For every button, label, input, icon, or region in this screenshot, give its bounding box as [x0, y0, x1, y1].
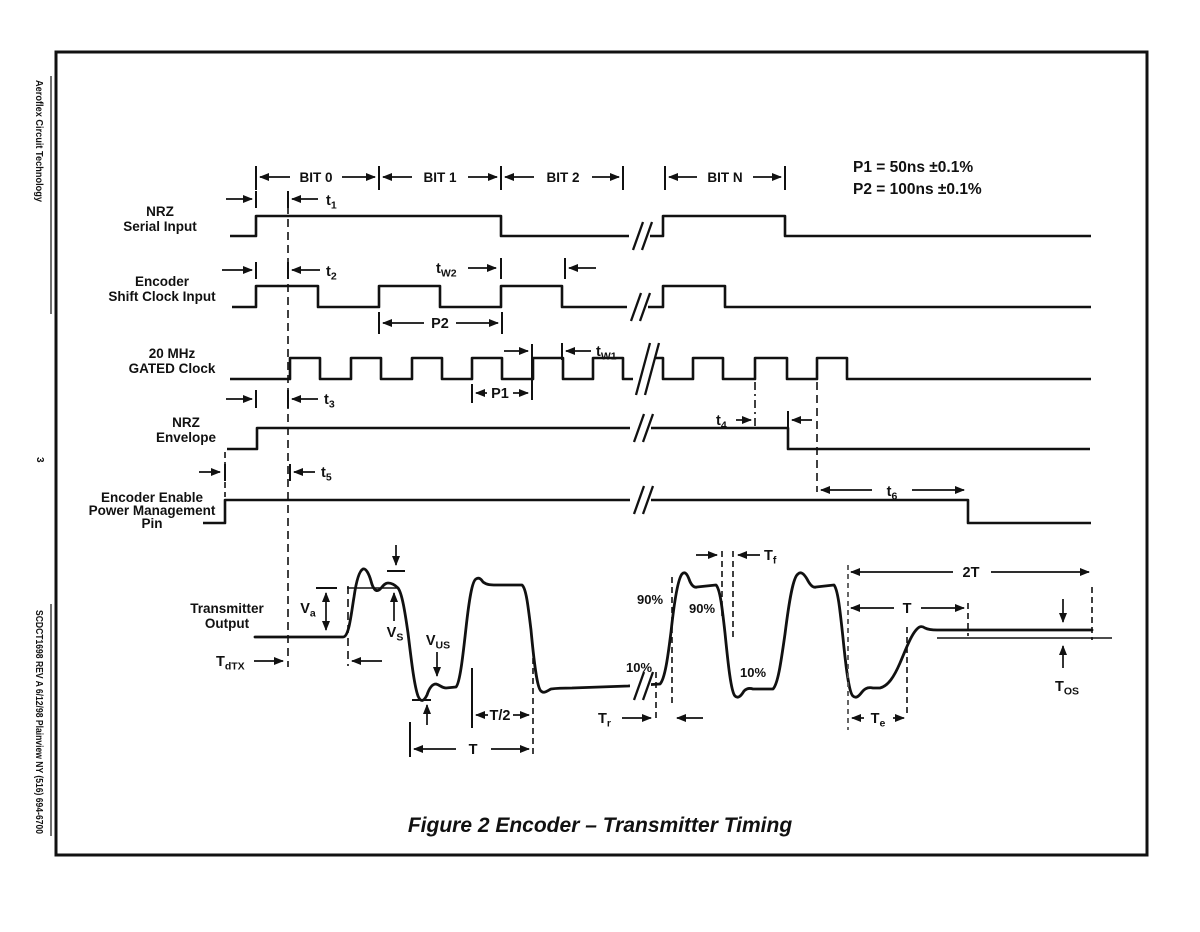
svg-text:Envelope: Envelope [156, 430, 217, 445]
dimension-t6: t6 [820, 484, 965, 503]
svg-text:P2: P2 [431, 316, 449, 332]
dimension-t-right: T [850, 601, 965, 617]
svg-text:t6: t6 [887, 484, 898, 503]
svg-text:tW1: tW1 [596, 344, 617, 363]
svg-text:VS: VS [387, 625, 404, 644]
bit-dimensions: BIT 0 BIT 1 BIT 2 BIT N [255, 166, 786, 190]
bit2-label: BIT 2 [546, 170, 579, 185]
svg-text:Power Management: Power Management [89, 503, 216, 518]
dimension-t-half: T/2 [471, 668, 530, 728]
company-name-vertical: Aeroflex Circuit Technology [33, 80, 44, 202]
signal-labels: NRZ Serial Input Encoder Shift Clock Inp… [89, 204, 265, 631]
dimension-tw1: tW1 [504, 343, 617, 400]
pct10-left: 10% [626, 660, 652, 675]
break-marks [627, 221, 661, 701]
svg-text:t4: t4 [716, 413, 727, 432]
svg-text:Pin: Pin [141, 516, 162, 531]
svg-text:GATED Clock: GATED Clock [129, 361, 216, 376]
dimension-tw2: tW2 [436, 258, 596, 280]
p1-spec: P1 = 50ns ±0.1% [853, 159, 973, 176]
dimension-vus: VUS [412, 633, 450, 725]
svg-text:tW2: tW2 [436, 261, 457, 280]
dimension-va: Va [300, 587, 337, 631]
svg-text:VUS: VUS [426, 633, 450, 652]
svg-text:t2: t2 [326, 264, 337, 283]
svg-text:Tr: Tr [598, 711, 611, 730]
clock-spec-notes: P1 = 50ns ±0.1% P2 = 100ns ±0.1% [853, 159, 982, 198]
dimension-t3: t3 [226, 390, 335, 411]
gated-clock-waveform [230, 356, 1091, 381]
dimension-t5: t5 [199, 464, 332, 484]
left-margin: Aeroflex Circuit Technology 3 SCDCT1698 … [33, 76, 52, 836]
label-nrz-serial: NRZ [146, 204, 174, 219]
label-transmitter-output: Transmitter [190, 601, 264, 616]
label-shift-clock: Encoder [135, 274, 190, 289]
svg-text:Tf: Tf [764, 548, 777, 567]
encoder-enable-waveform [203, 498, 1091, 525]
pct90-left: 90% [637, 592, 663, 607]
dimension-p1: P1 [471, 384, 529, 403]
p2-spec: P2 = 100ns ±0.1% [853, 181, 982, 198]
dimension-t1: t1 [226, 191, 337, 212]
label-nrz-envelope: NRZ [172, 415, 200, 430]
svg-text:P1: P1 [491, 386, 509, 402]
dimension-tdtx: TdTX [216, 654, 382, 673]
svg-text:t3: t3 [324, 392, 335, 411]
figure-caption: Figure 2 Encoder – Transmitter Timing [408, 814, 792, 837]
dimension-te: Te [851, 711, 905, 730]
doc-code-vertical: SCDCT1698 REV A 6/12/98 Plainview NY (51… [33, 610, 44, 834]
nrz-envelope-waveform [227, 426, 1090, 451]
svg-text:t1: t1 [326, 193, 337, 212]
page-number: 3 [34, 457, 45, 463]
svg-text:T: T [469, 742, 478, 758]
dimension-tr: Tr [598, 711, 703, 730]
dimension-t4: t4 [716, 411, 812, 432]
svg-text:Output: Output [205, 616, 250, 631]
pct10-right: 10% [740, 665, 766, 680]
svg-text:TdTX: TdTX [216, 654, 245, 673]
dimension-t-bottom: T [409, 722, 530, 758]
dimension-t2: t2 [222, 262, 337, 283]
svg-text:t5: t5 [321, 465, 332, 484]
dimension-vs: VS [387, 545, 405, 644]
percent-labels: 90% 90% 10% 10% [626, 592, 766, 680]
bit0-label: BIT 0 [299, 170, 332, 185]
svg-text:TOS: TOS [1055, 679, 1079, 698]
nrz-serial-waveform [230, 214, 1091, 238]
shift-clock-waveform [232, 284, 1091, 309]
svg-text:T/2: T/2 [490, 708, 511, 724]
svg-text:Te: Te [871, 711, 886, 730]
dimension-p2: P2 [378, 312, 503, 334]
dimension-tf: Tf [696, 548, 777, 567]
dimension-tos: TOS [1055, 599, 1079, 698]
svg-text:T: T [903, 601, 912, 617]
svg-text:Serial Input: Serial Input [123, 219, 197, 234]
svg-text:Shift Clock Input: Shift Clock Input [108, 289, 216, 304]
guide-lines [224, 206, 1093, 757]
bit1-label: BIT 1 [423, 170, 456, 185]
dimension-2t: 2T [850, 565, 1090, 581]
label-gated-clock: 20 MHz [149, 346, 196, 361]
label-encoder-enable: Encoder Enable [101, 490, 204, 505]
bitn-label: BIT N [707, 170, 742, 185]
pct90-right: 90% [689, 601, 715, 616]
svg-text:2T: 2T [963, 565, 980, 581]
figure-border [54, 50, 1149, 857]
svg-text:Va: Va [300, 601, 316, 620]
